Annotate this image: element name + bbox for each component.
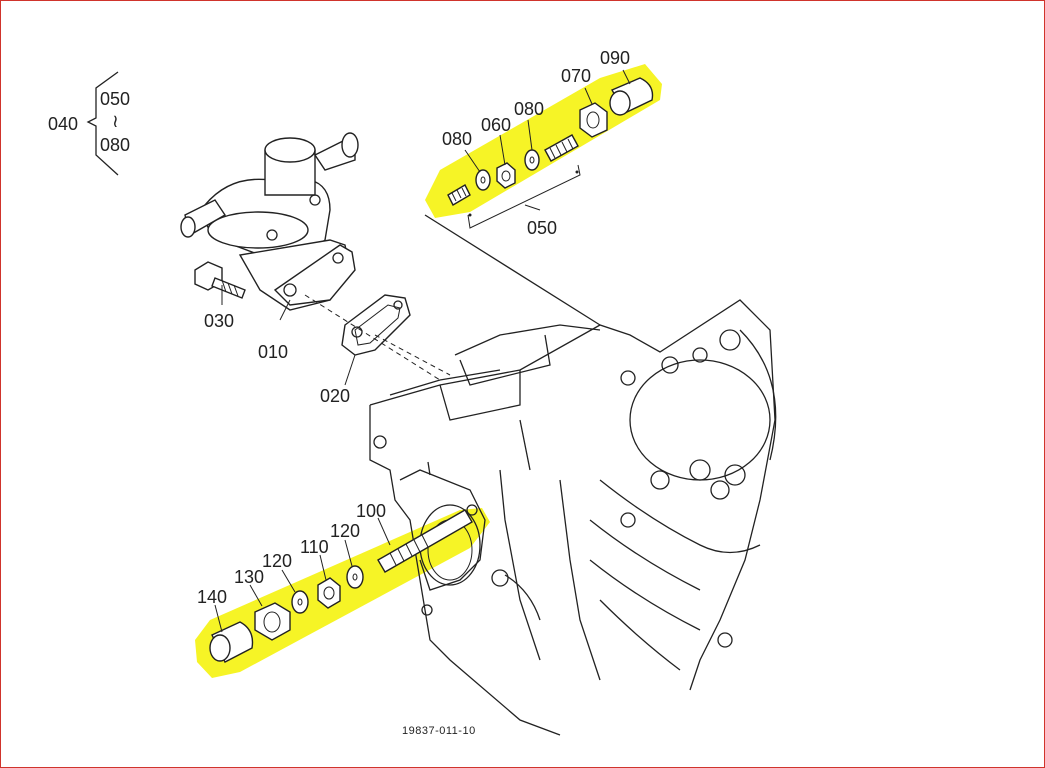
label-060: 060 [481, 115, 511, 135]
label-bracket-range: ≀ [112, 111, 119, 131]
label-010: 010 [258, 342, 288, 362]
label-050: 050 [527, 218, 557, 238]
label-090: 090 [600, 48, 630, 68]
label-080-bracket: 080 [100, 135, 130, 155]
upper-parts-row [447, 77, 654, 229]
label-070: 070 [561, 66, 591, 86]
brace-040 [86, 71, 119, 176]
label-100: 100 [356, 501, 386, 521]
reference-number: 19837-011-10 [402, 725, 476, 737]
gasket-020 [341, 294, 411, 356]
label-120-a: 120 [262, 551, 292, 571]
label-080-a: 080 [442, 129, 472, 149]
label-140: 140 [197, 587, 227, 607]
lower-parts-row [209, 509, 473, 663]
bolt-030 [194, 261, 246, 299]
label-040: 040 [48, 114, 78, 134]
label-050-bracket: 050 [100, 89, 130, 109]
label-020: 020 [320, 386, 350, 406]
label-030: 030 [204, 311, 234, 331]
label-120-b: 120 [330, 521, 360, 541]
fuel-pump-010 [180, 132, 359, 311]
label-080-b: 080 [514, 99, 544, 119]
label-130: 130 [234, 567, 264, 587]
label-110: 110 [300, 537, 329, 557]
